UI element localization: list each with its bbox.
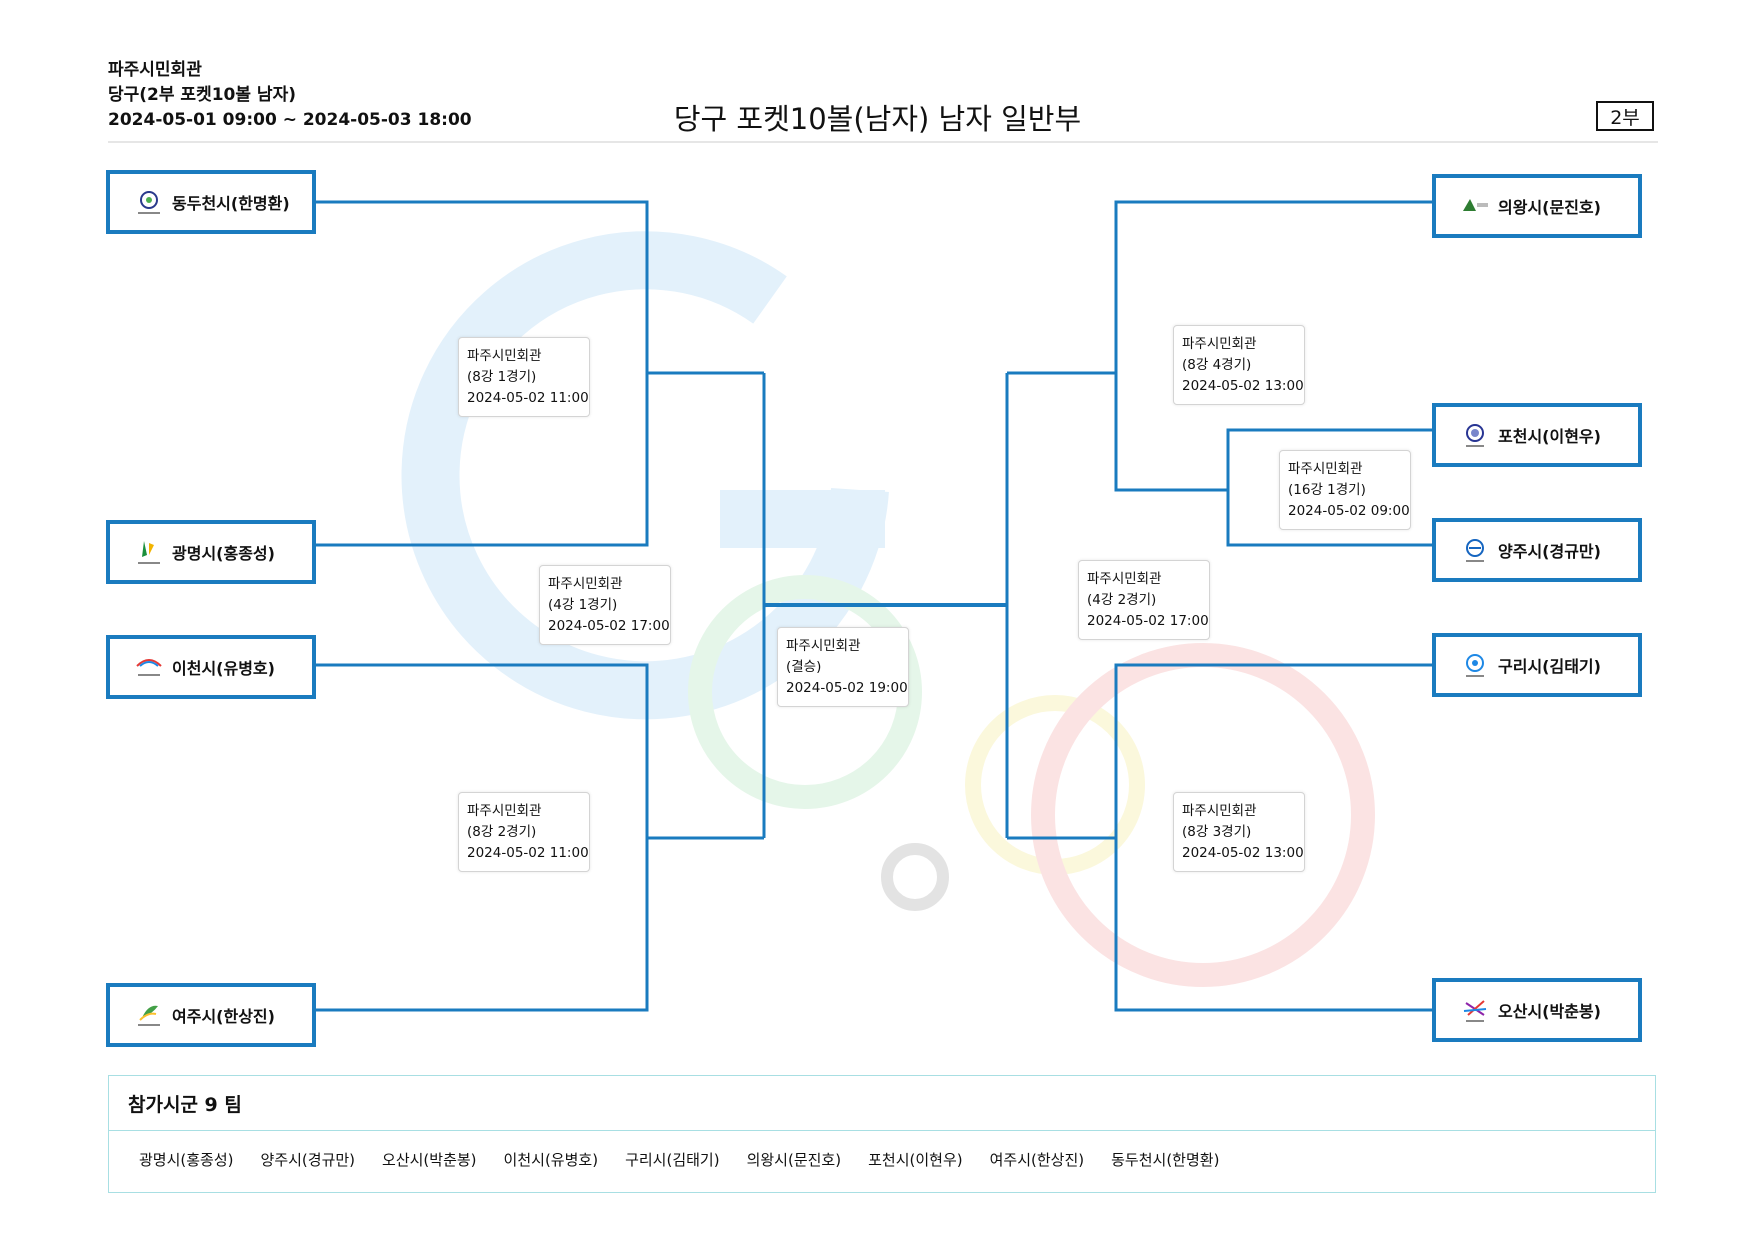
team-name: 구리시(김태기) [1498, 657, 1601, 676]
city-emblem-icon [1466, 539, 1484, 562]
match-info: 파주시민회관 (4강 1경기) 2024-05-02 17:00 [539, 565, 671, 645]
team-box[interactable]: 포천시(이현우) [1432, 403, 1642, 467]
team-name: 여주시(한상진) [172, 1007, 275, 1026]
match-round: (결승) [786, 659, 822, 675]
match-venue: 파주시민회관 [786, 638, 861, 654]
header-event: 당구(2부 포켓10볼 남자) [108, 85, 296, 105]
match-venue: 파주시민회관 [1288, 461, 1363, 477]
header-divider [108, 141, 1658, 143]
participant-item: 구리시(김태기) [625, 1151, 720, 1169]
city-emblem-icon [136, 659, 162, 676]
match-info: 파주시민회관 (4강 2경기) 2024-05-02 17:00 [1078, 560, 1210, 640]
team-name: 의왕시(문진호) [1498, 198, 1601, 217]
city-emblem-icon [138, 191, 160, 214]
team-name: 포천시(이현우) [1498, 427, 1601, 446]
team-name: 동두천시(한명환) [172, 194, 290, 213]
team-name: 광명시(홍종성) [172, 544, 275, 563]
city-emblem-icon [1463, 199, 1488, 211]
match-round: (16강 1경기) [1288, 482, 1366, 498]
match-venue: 파주시민회관 [467, 348, 542, 364]
match-datetime: 2024-05-02 17:00 [1087, 613, 1209, 629]
participant-item: 오산시(박춘봉) [382, 1151, 477, 1169]
participant-item: 의왕시(문진호) [746, 1151, 842, 1169]
participant-item: 여주시(한상진) [989, 1151, 1085, 1169]
participants-panel: 참가시군 9 팀 광명시(홍종성) 양주시(경규만) 오산시(박춘봉) 이천시(… [108, 1075, 1656, 1193]
header-info: 파주시민회관 당구(2부 포켓10볼 남자) 2024-05-01 09:00 … [108, 58, 472, 133]
participants-list: 광명시(홍종성) 양주시(경규만) 오산시(박춘봉) 이천시(유병호) 구리시(… [139, 1149, 1219, 1170]
participant-item: 동두천시(한명환) [1111, 1151, 1220, 1169]
match-info-final: 파주시민회관 (결승) 2024-05-02 19:00 [777, 627, 909, 707]
header-venue: 파주시민회관 [108, 60, 202, 80]
match-datetime: 2024-05-02 09:00 [1288, 503, 1410, 519]
match-datetime: 2024-05-02 13:00 [1182, 845, 1304, 861]
page-title: 당구 포켓10볼(남자) 남자 일반부 [673, 102, 1082, 136]
team-box[interactable]: 이천시(유병호) [106, 635, 316, 699]
match-info: 파주시민회관 (8강 1경기) 2024-05-02 11:00 [458, 337, 590, 417]
team-name: 이천시(유병호) [172, 659, 275, 678]
match-info: 파주시민회관 (8강 3경기) 2024-05-02 13:00 [1173, 792, 1305, 872]
match-datetime: 2024-05-02 13:00 [1182, 378, 1304, 394]
participants-title: 참가시군 9 팀 [128, 1094, 242, 1116]
match-datetime: 2024-05-02 11:00 [467, 845, 589, 861]
participant-item: 광명시(홍종성) [139, 1151, 234, 1169]
team-box[interactable]: 동두천시(한명환) [106, 170, 316, 234]
match-datetime: 2024-05-02 19:00 [786, 680, 908, 696]
match-venue: 파주시민회관 [1182, 336, 1257, 352]
match-info: 파주시민회관 (8강 4경기) 2024-05-02 13:00 [1173, 325, 1305, 405]
team-box[interactable]: 의왕시(문진호) [1432, 174, 1642, 238]
match-datetime: 2024-05-02 11:00 [467, 390, 589, 406]
team-name: 오산시(박춘봉) [1498, 1002, 1601, 1021]
team-box[interactable]: 여주시(한상진) [106, 983, 316, 1047]
team-box[interactable]: 오산시(박춘봉) [1432, 978, 1642, 1042]
match-round: (4강 2경기) [1087, 592, 1157, 608]
city-emblem-icon [1463, 1000, 1487, 1022]
match-round: (8강 3경기) [1182, 824, 1252, 840]
city-emblem-icon [1466, 654, 1484, 677]
match-info: 파주시민회관 (16강 1경기) 2024-05-02 09:00 [1279, 450, 1411, 530]
city-emblem-icon [1466, 424, 1484, 447]
team-box[interactable]: 양주시(경규만) [1432, 518, 1642, 582]
match-info: 파주시민회관 (8강 2경기) 2024-05-02 11:00 [458, 792, 590, 872]
city-emblem-icon [138, 541, 160, 564]
panel-divider [109, 1130, 1655, 1131]
match-round: (8강 4경기) [1182, 357, 1252, 373]
participant-item: 포천시(이현우) [868, 1151, 963, 1169]
match-venue: 파주시민회관 [1087, 571, 1162, 587]
city-emblem-icon [138, 1005, 160, 1026]
match-venue: 파주시민회관 [467, 803, 542, 819]
match-round: (8강 1경기) [467, 369, 537, 385]
division-badge: 2부 [1596, 101, 1654, 131]
participant-item: 양주시(경규만) [260, 1151, 356, 1169]
match-round: (8강 2경기) [467, 824, 537, 840]
team-box[interactable]: 구리시(김태기) [1432, 633, 1642, 697]
match-datetime: 2024-05-02 17:00 [548, 618, 670, 634]
match-round: (4강 1경기) [548, 597, 618, 613]
header-period: 2024-05-01 09:00 ~ 2024-05-03 18:00 [108, 110, 472, 130]
team-name: 양주시(경규만) [1498, 542, 1601, 561]
match-venue: 파주시민회관 [548, 576, 623, 592]
match-venue: 파주시민회관 [1182, 803, 1257, 819]
participant-item: 이천시(유병호) [503, 1151, 599, 1169]
team-box[interactable]: 광명시(홍종성) [106, 520, 316, 584]
